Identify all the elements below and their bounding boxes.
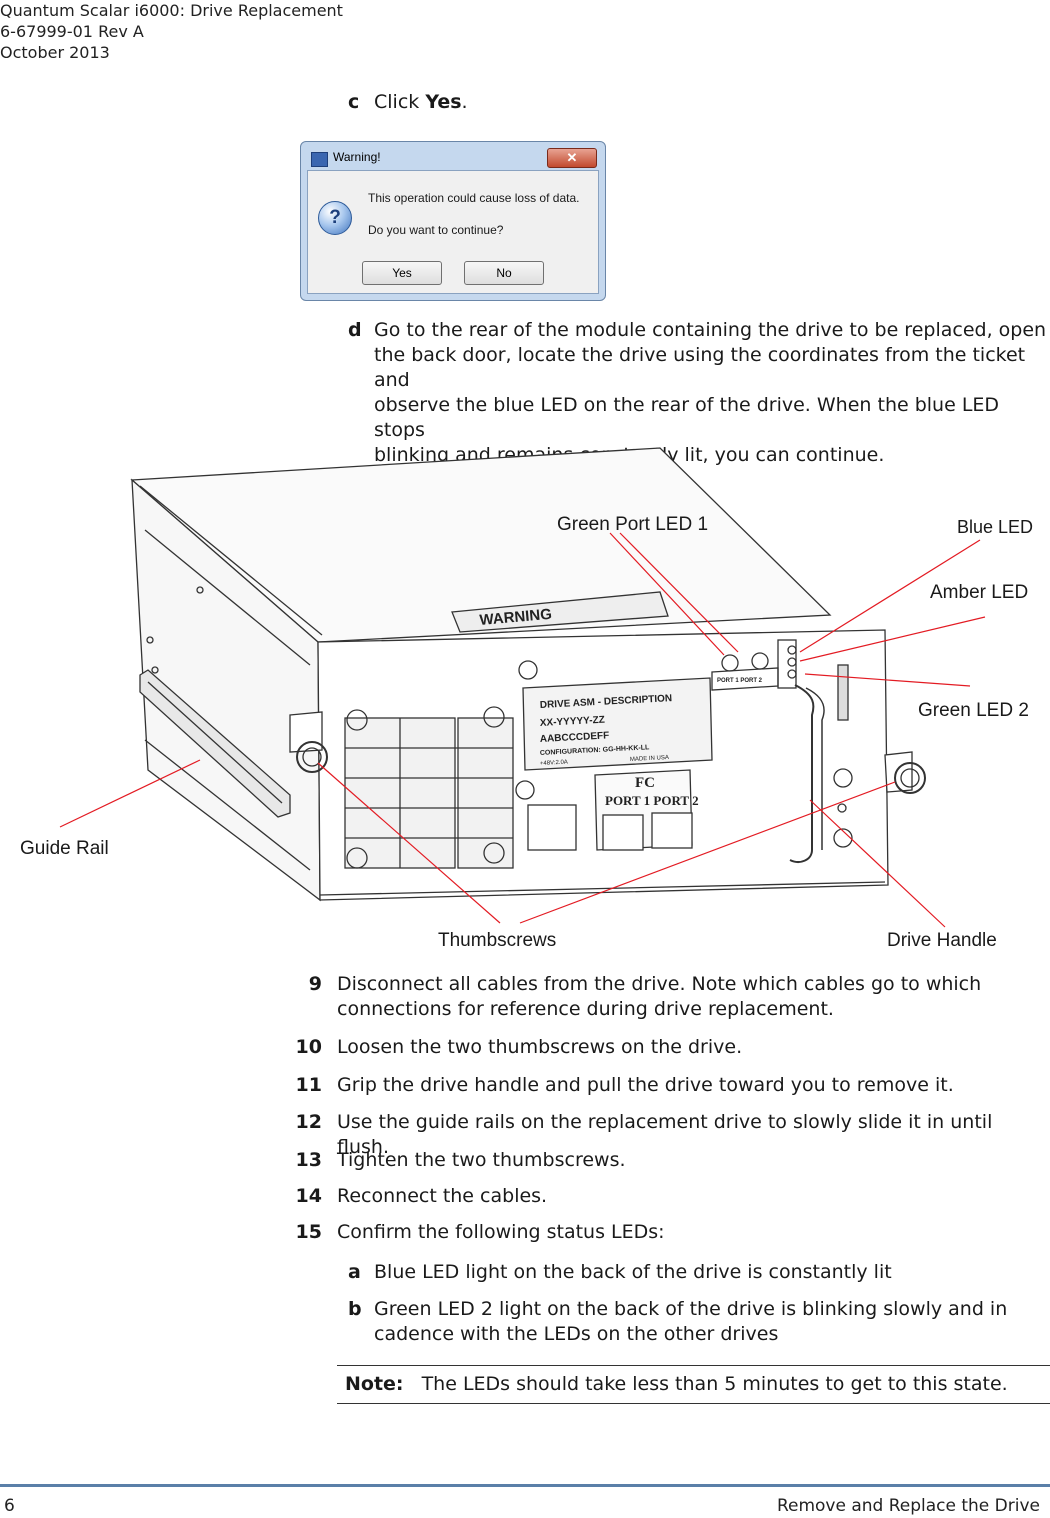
step-number: 13	[295, 1149, 322, 1171]
step-d-line: observe the blue LED on the rear of the …	[374, 394, 1000, 441]
step-number: 10	[295, 1036, 322, 1058]
step-number: 11	[295, 1074, 322, 1096]
step-line: Disconnect all cables from the drive. No…	[337, 973, 982, 995]
callout-amber-led: Amber LED	[930, 582, 1029, 603]
step-line: Grip the drive handle and pull the drive…	[337, 1074, 954, 1096]
step-text: Click Yes.	[374, 90, 468, 115]
step-d: d Go to the rear of the module containin…	[330, 318, 1050, 466]
substep-letter: a	[348, 1261, 361, 1283]
footer-rule	[0, 1484, 1050, 1487]
dialog-title: Warning!	[333, 150, 381, 164]
drive-illustration: WARNING DRIVE ASM - DESCRIPTION XX-YYYYY…	[59, 447, 986, 928]
running-header: Quantum Scalar i6000: Drive Replacement …	[0, 0, 343, 63]
no-button[interactable]: No	[464, 261, 544, 285]
leader-thumbscrew-left	[317, 762, 501, 924]
note-label: Note:	[345, 1373, 404, 1395]
close-button[interactable]: ✕	[547, 148, 597, 168]
warning-plaque-text: WARNING	[479, 606, 553, 629]
step-c: c Click Yes.	[330, 90, 1030, 116]
leader-green-led-2	[804, 673, 971, 687]
yes-button[interactable]: Yes	[362, 261, 442, 285]
java-app-icon	[311, 152, 328, 167]
substep-line: Green LED 2 light on the back of the dri…	[374, 1298, 1008, 1320]
step-number: 14	[295, 1185, 322, 1207]
footer-section-title: Remove and Replace the Drive	[776, 1496, 1040, 1516]
leader-guide-rail	[59, 759, 201, 828]
step-text-before: Click	[374, 91, 426, 113]
label-part-number: XX-YYYYY-ZZ	[540, 715, 606, 729]
step-d-line: the back door, locate the drive using th…	[374, 344, 1026, 391]
drive-rear-figure: WARNING DRIVE ASM - DESCRIPTION XX-YYYYY…	[0, 430, 1050, 970]
question-icon: ?	[318, 201, 352, 235]
callout-blue-led: Blue LED	[957, 517, 1034, 537]
leader-green-port-led-1-a	[619, 532, 739, 653]
dialog-message-2: Do you want to continue?	[368, 223, 504, 237]
note: Note: The LEDs should take less than 5 m…	[345, 1372, 1008, 1397]
led-port-labels: PORT 1 PORT 2	[717, 678, 763, 684]
callout-green-port-led-1: Green Port LED 1	[557, 514, 709, 535]
note-text: The LEDs should take less than 5 minutes…	[421, 1373, 1008, 1395]
callout-guide-rail: Guide Rail	[20, 838, 109, 859]
step-line: connections for reference during drive r…	[337, 998, 834, 1020]
step-letter: d	[348, 319, 362, 341]
step-number: 15	[295, 1221, 322, 1243]
label-serial: AABCCCDEFF	[540, 730, 610, 745]
note-bottom-rule	[337, 1403, 1050, 1404]
step-yes-emphasis: Yes	[425, 91, 462, 113]
step-line: Confirm the following status LEDs:	[337, 1221, 665, 1243]
label-made-in: MADE IN USA	[630, 755, 669, 763]
substep-line: Blue LED light on the back of the drive …	[374, 1261, 892, 1283]
callout-green-led-2: Green LED 2	[918, 700, 1029, 721]
callout-thumbscrews: Thumbscrews	[438, 930, 557, 951]
note-top-rule	[337, 1365, 1050, 1366]
fc-port-labels: PORT 1 PORT 2	[605, 793, 699, 808]
fc-label: FC	[635, 775, 655, 791]
page-number: 6	[4, 1496, 15, 1516]
header-doc-number: 6-67999-01 Rev A	[0, 22, 144, 41]
leader-amber-led	[799, 616, 986, 662]
step-text-after: .	[461, 91, 468, 113]
step-number: 9	[308, 973, 322, 995]
step-d-line: Go to the rear of the module containing …	[374, 319, 1047, 341]
step-line: Use the guide rails on the replacement d…	[337, 1111, 993, 1158]
leader-thumbscrew-right	[519, 781, 896, 924]
dialog-titlebar: Warning! ✕	[307, 146, 599, 170]
warning-dialog: Warning! ✕ ? This operation could cause …	[300, 141, 606, 301]
step-line: Tighten the two thumbscrews.	[337, 1149, 626, 1171]
leader-blue-led	[799, 539, 981, 653]
step-line: Reconnect the cables.	[337, 1185, 548, 1207]
dialog-message-1: This operation could cause loss of data.	[368, 191, 580, 205]
header-title: Quantum Scalar i6000: Drive Replacement	[0, 1, 343, 20]
substep-letter: b	[348, 1298, 362, 1320]
leader-green-port-led-1-b	[609, 532, 725, 656]
label-voltage: +48V:2.0A	[540, 760, 568, 767]
header-date: October 2013	[0, 43, 110, 62]
step-line: Loosen the two thumbscrews on the drive.	[337, 1036, 743, 1058]
leader-drive-handle	[809, 799, 946, 928]
substep-line: cadence with the LEDs on the other drive…	[374, 1323, 779, 1345]
step-number: 12	[295, 1111, 322, 1133]
dialog-body: ? This operation could cause loss of dat…	[307, 170, 599, 294]
callout-drive-handle: Drive Handle	[887, 930, 997, 951]
step-letter: c	[348, 91, 360, 113]
